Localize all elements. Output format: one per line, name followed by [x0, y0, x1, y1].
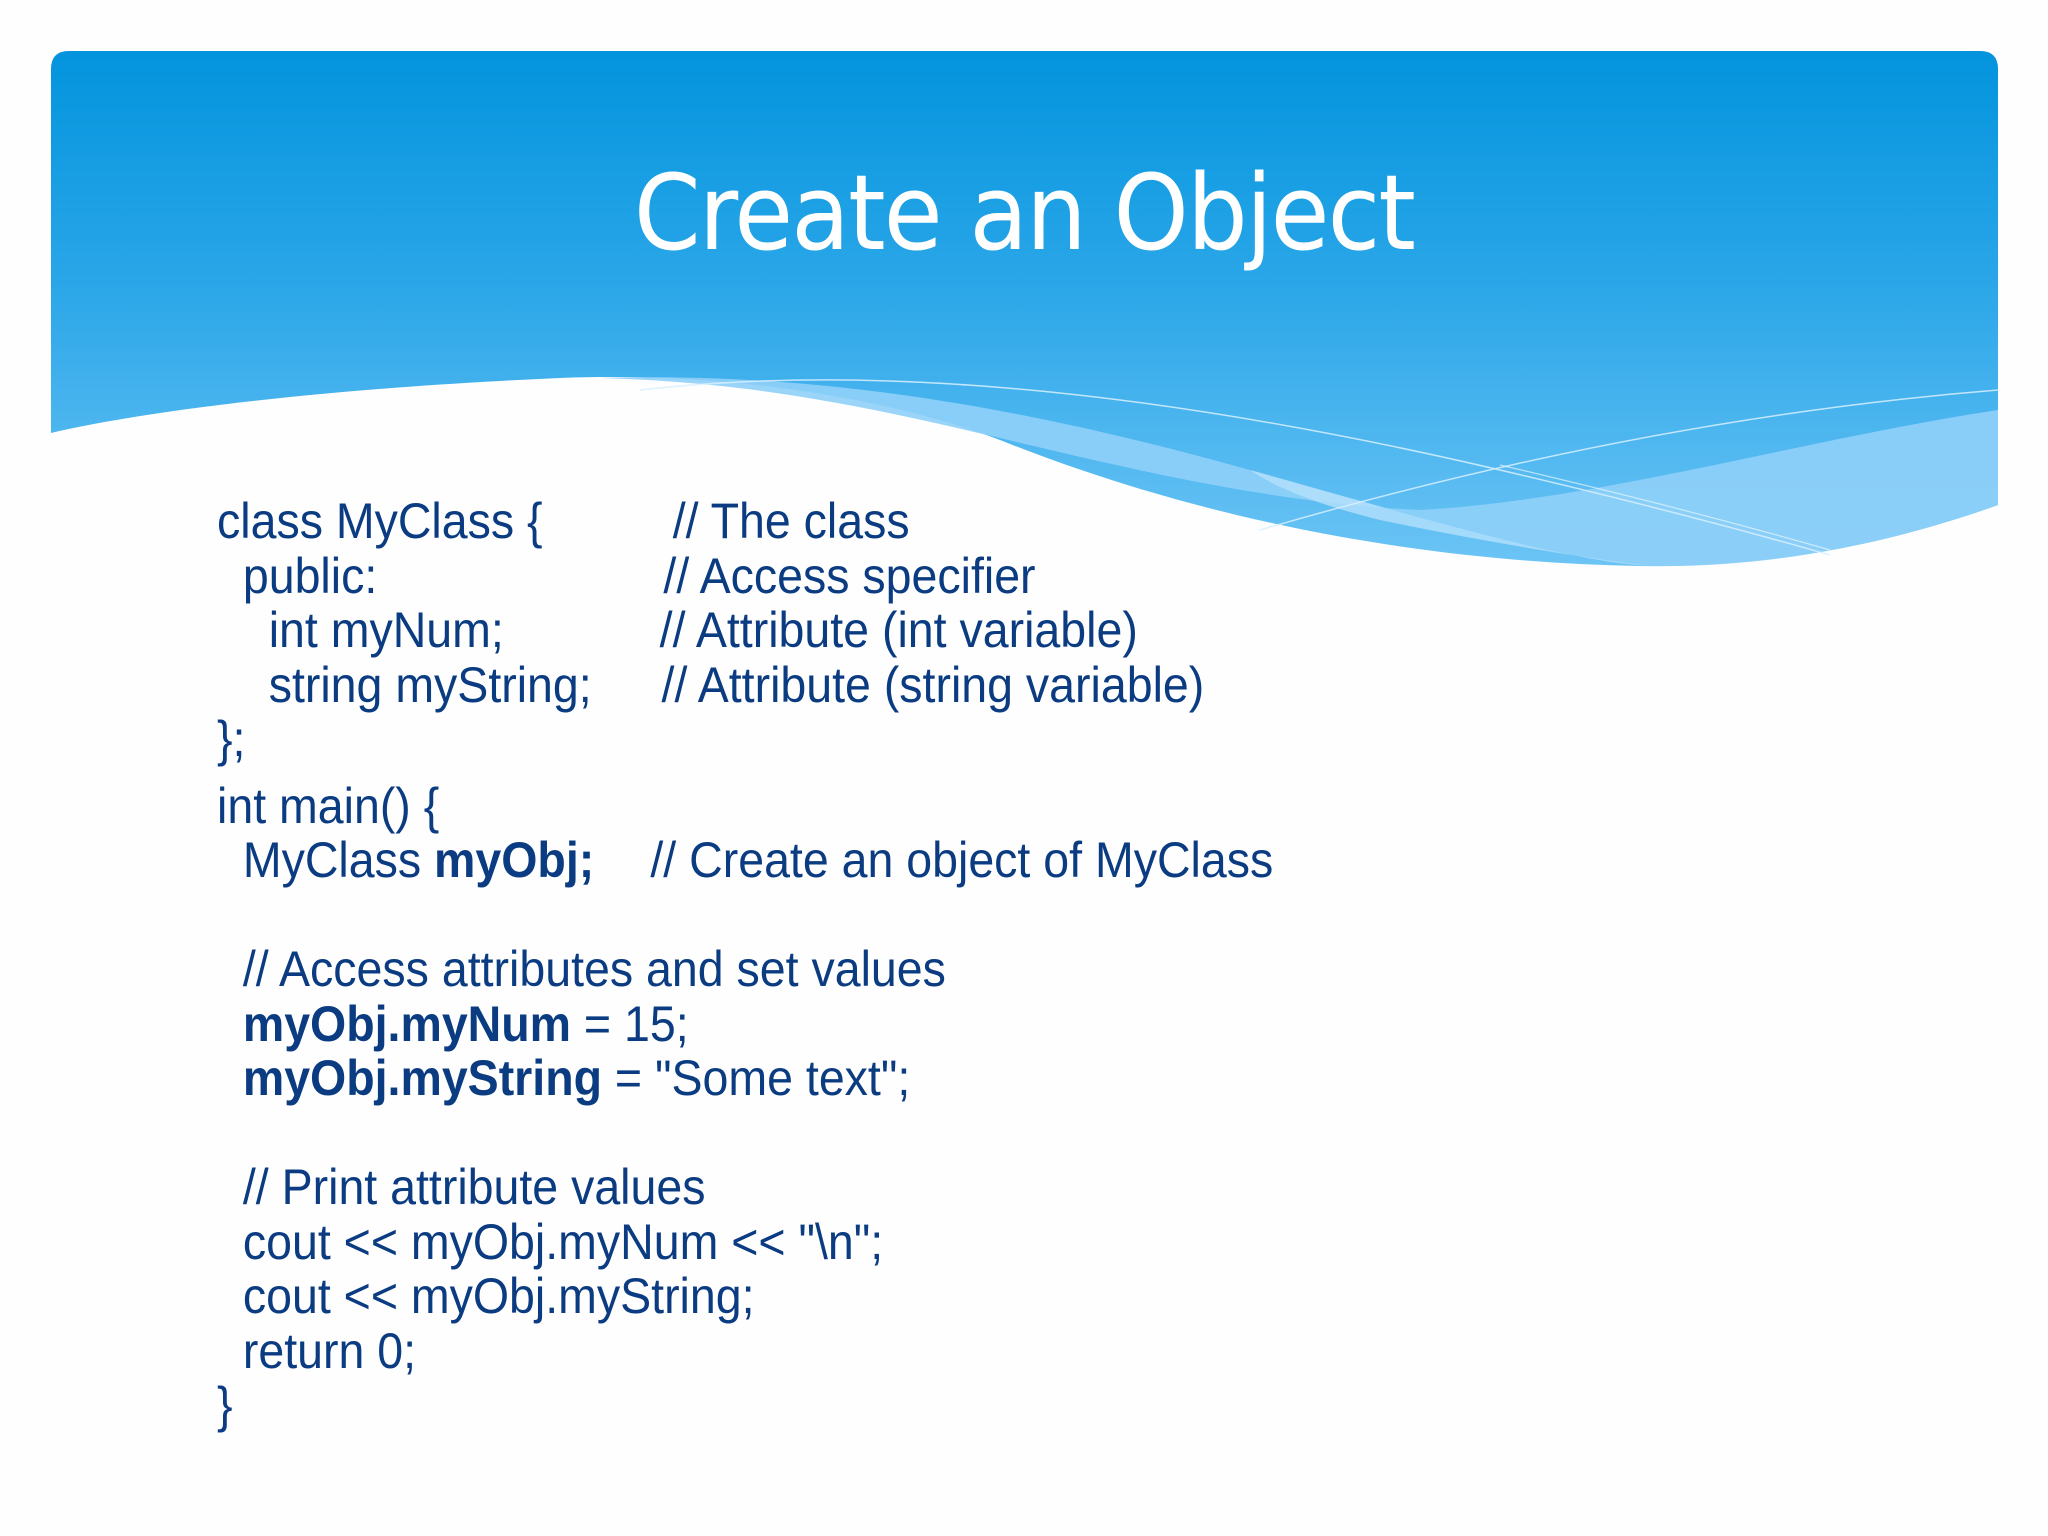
code-line [217, 1106, 946, 1161]
code-comment: // Create an object of MyClass [650, 832, 1274, 888]
code-text: myObj.myString = "Some text"; [217, 1050, 910, 1106]
code-token: int myNum; [268, 602, 504, 658]
code-line: myObj.myString = "Some text"; [217, 1051, 946, 1106]
code-text: }; [217, 711, 245, 767]
code-token-bold: myObj.myNum [242, 995, 572, 1052]
code-token: cout << myObj.myNum << "\n"; [242, 1213, 884, 1270]
code-token: public: [242, 547, 378, 604]
code-token: cout << myObj.myString; [242, 1268, 755, 1324]
code-token: MyClass [242, 832, 435, 888]
code-token-bold: myObj; [434, 832, 595, 888]
code-comment: // Attribute (int variable) [659, 602, 1138, 658]
code-line: }; [217, 712, 946, 767]
code-line: // Access attributes and set values [217, 942, 946, 997]
code-token: }; [217, 711, 246, 767]
code-text: string myString; [217, 657, 592, 713]
code-text: public: [217, 548, 377, 604]
code-line: int main() { [217, 778, 946, 834]
code-text: cout << myObj.myString; [217, 1268, 755, 1324]
code-text: } [217, 1377, 233, 1433]
code-text: // Print attribute values [217, 1159, 706, 1215]
code-text: cout << myObj.myNum << "\n"; [217, 1214, 883, 1270]
code-comment: // The class [672, 493, 910, 549]
code-line: int myNum; // Attribute (int variable) [217, 602, 1138, 658]
code-line: // Print attribute values [217, 1160, 946, 1215]
code-text: return 0; [217, 1323, 416, 1379]
code-line: MyClass myObj; // Create an object of MyC… [217, 832, 1273, 888]
code-line: } [217, 1378, 946, 1433]
code-text: // Access attributes and set values [217, 941, 946, 997]
code-token-bold: myObj.myString [242, 1050, 603, 1106]
code-line: class MyClass { // The class [217, 494, 946, 549]
code-token: } [217, 1377, 233, 1433]
code-comment: // Access specifier [663, 547, 1036, 604]
slide-title: Create an Object [633, 152, 1416, 274]
code-line [217, 888, 946, 943]
code-token: = 15; [571, 995, 689, 1052]
code-line: cout << myObj.myNum << "\n"; [217, 1214, 946, 1270]
code-token: // Print attribute values [242, 1159, 706, 1215]
code-text: int myNum; [217, 602, 504, 658]
code-line: cout << myObj.myString; [217, 1269, 946, 1324]
code-line: myObj.myNum = 15; [217, 996, 946, 1052]
code-token: int main() { [217, 777, 440, 834]
code-token: string myString; [268, 656, 592, 713]
code-line: public: // Access specifier [217, 548, 1036, 604]
code-token: // Access attributes and set values [242, 941, 946, 997]
code-token: class MyClass { [217, 493, 543, 549]
code-text: myObj.myNum = 15; [217, 996, 689, 1052]
code-token: = "Some text"; [602, 1050, 911, 1106]
code-text: MyClass myObj; [217, 832, 594, 888]
code-text: int main() { [217, 778, 439, 834]
code-token: return 0; [242, 1322, 417, 1379]
code-line: string myString; // Attribute (string var… [217, 657, 1205, 713]
code-comment: // Attribute (string variable) [661, 656, 1205, 713]
code-text: class MyClass { [217, 493, 543, 549]
code-block: class MyClass { // The class public: // Ac… [217, 494, 1273, 1433]
header-wave-banner [51, 51, 1998, 567]
code-line: return 0; [217, 1323, 946, 1379]
